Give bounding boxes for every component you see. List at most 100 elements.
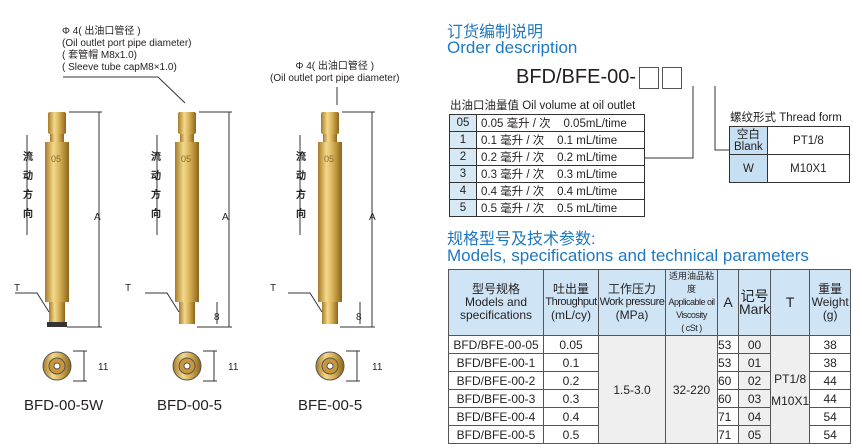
mark: 02 (737, 371, 772, 390)
seal-ring (47, 322, 67, 327)
engraving: 05 (324, 154, 334, 164)
thread (179, 302, 195, 324)
dim-11: 11 (98, 362, 109, 373)
outlet-note-2: Φ 4( 出油口管径 ) (Oil outlet port pipe diame… (270, 61, 400, 85)
dim-a: A (94, 212, 101, 223)
weight: 38 (809, 353, 852, 372)
end-view-hole (183, 362, 191, 370)
throughput: 0.1 (543, 353, 599, 372)
volume-cn: 0.4 毫升 / 次 (481, 186, 545, 198)
header-line: 型号规格 (471, 282, 520, 296)
thread (322, 302, 338, 324)
dim-a-value: 53 (717, 335, 739, 354)
dim-a-value: 60 (717, 371, 739, 390)
thread-label: 螺纹形式 Thread form (730, 112, 842, 124)
volume-cn: 0.2 毫升 / 次 (481, 152, 545, 164)
note-line: ( Sleeve tube capM8×1.0) (62, 62, 177, 73)
weight: 54 (809, 407, 852, 426)
header-line: (MPa) (615, 308, 649, 322)
header-line: Work pressure (599, 296, 665, 308)
mark: 01 (737, 353, 772, 372)
engraving: 05 (51, 154, 61, 164)
volume-en: 0.5 mL/time (557, 203, 618, 215)
thread-pt: PT1/8 (774, 371, 807, 386)
specs-header: T (770, 269, 811, 336)
volume-code: 05 (449, 114, 477, 132)
volume-value: 0.05 毫升 / 次 0.05mL/time (476, 114, 645, 132)
thread-value: PT1/8 (766, 126, 851, 155)
t-leader (288, 292, 323, 313)
volume-value: 0.3 毫升 / 次 0.3 mL/time (476, 165, 645, 183)
note-line: ( 套管帽 M8x1.0) (62, 50, 138, 61)
volume-en: 0.4 mL/time (557, 186, 618, 198)
model: BFD/BFE-00-2 (448, 371, 544, 390)
order-code-text: BFD/BFE-00- (516, 66, 637, 88)
volume-code-box (639, 66, 660, 89)
neck (323, 134, 337, 142)
header-line: A (723, 294, 733, 310)
dim-t: T (125, 283, 132, 294)
viscosity: 32-220 (665, 335, 718, 444)
flow-direction-label: 流动方向 (23, 152, 33, 220)
note-line: Φ 4( 出油口管径 ) (295, 61, 375, 72)
volume-en: 0.05mL/time (563, 118, 627, 130)
throughput: 0.5 (543, 425, 599, 444)
outlet-note-1: Φ 4( 出油口管径 ) (Oil outlet port pipe diame… (62, 26, 192, 74)
order-title-en: Order description (447, 38, 578, 57)
thread-code: W (729, 154, 768, 183)
header-line: 适用油品粘度 (668, 271, 714, 294)
hex-body (45, 142, 69, 302)
volume-value: 0.4 毫升 / 次 0.4 mL/time (476, 182, 645, 200)
volume-code: 4 (449, 182, 477, 200)
model: BFD/BFE-00-3 (448, 389, 544, 408)
header-line: Weight (811, 295, 849, 309)
mark: 04 (737, 407, 772, 426)
header-line: 吐出量 (552, 282, 589, 296)
order-code: BFD/BFE-00- (516, 66, 683, 89)
cap-nut (48, 112, 66, 134)
volume-en: 0.3 mL/time (557, 169, 618, 181)
header-line: Viscosity (676, 310, 707, 320)
t-leader (145, 292, 180, 313)
thread-code-en: Blank (734, 140, 763, 153)
flow-direction-label: 流动方向 (151, 152, 161, 220)
volume-cn: 0.05 毫升 / 次 (481, 118, 551, 130)
dim-a-value: 71 (717, 407, 739, 426)
end-view-hole (53, 362, 61, 370)
header-line: 工作压力 (607, 282, 656, 296)
volume-code: 1 (449, 131, 477, 149)
product-name: BFD-00-5 (157, 397, 223, 414)
header-line: (mL/cy) (551, 308, 591, 322)
note-line: Φ 4( 出油口管径 ) (62, 26, 141, 37)
volume-row: 5 0.5 毫升 / 次 0.5 mL/time (449, 199, 645, 217)
header-line: specifications (459, 308, 533, 322)
dim-a-value: 60 (717, 389, 739, 408)
volume-value: 0.2 毫升 / 次 0.2 mL/time (476, 148, 645, 166)
throughput: 0.05 (543, 335, 599, 354)
volume-code: 2 (449, 148, 477, 166)
model: BFD/BFE-00-4 (448, 407, 544, 426)
header-line: 记号 (740, 287, 769, 304)
model: BFD/BFE-00-5 (448, 425, 544, 444)
dim-t: T (270, 283, 277, 294)
volume-cn: 0.5 毫升 / 次 (481, 203, 545, 215)
volume-label: 出油口油量值 Oil volume at oil outlet (450, 100, 636, 112)
dim-11: 11 (228, 362, 239, 373)
throughput: 0.4 (543, 407, 599, 426)
header-line: T (785, 294, 795, 310)
volume-cn: 0.3 毫升 / 次 (481, 169, 545, 181)
volume-code: 5 (449, 199, 477, 217)
throughput: 0.3 (543, 389, 599, 408)
t-leader (15, 292, 50, 313)
volume-code: 3 (449, 165, 477, 183)
weight: 44 (809, 389, 852, 408)
model: BFD/BFE-00-1 (448, 353, 544, 372)
